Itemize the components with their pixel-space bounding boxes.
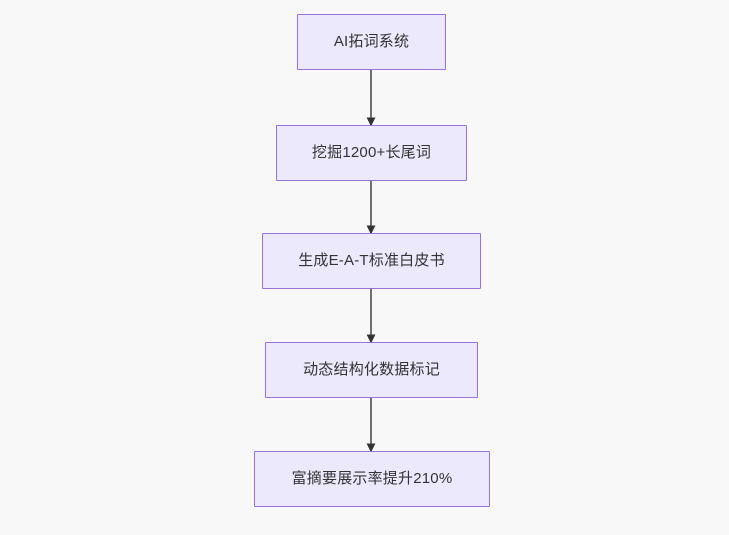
flow-node-label: AI拓词系统 [333,32,410,50]
flow-node-generate-eat-whitepaper[interactable]: 生成E-A-T标准白皮书 [262,233,481,289]
flow-node-label: 生成E-A-T标准白皮书 [298,251,445,269]
flow-node-dynamic-structured-data-markup[interactable]: 动态结构化数据标记 [265,342,478,398]
flow-node-label: 动态结构化数据标记 [303,360,440,378]
flow-node-rich-snippet-rate-increase[interactable]: 富摘要展示率提升210% [254,451,490,507]
flow-node-label: 挖掘1200+长尾词 [311,143,432,161]
flow-node-mine-longtail-keywords[interactable]: 挖掘1200+长尾词 [276,125,467,181]
flow-node-label: 富摘要展示率提升210% [291,469,453,487]
flow-node-ai-keyword-system[interactable]: AI拓词系统 [297,14,446,70]
